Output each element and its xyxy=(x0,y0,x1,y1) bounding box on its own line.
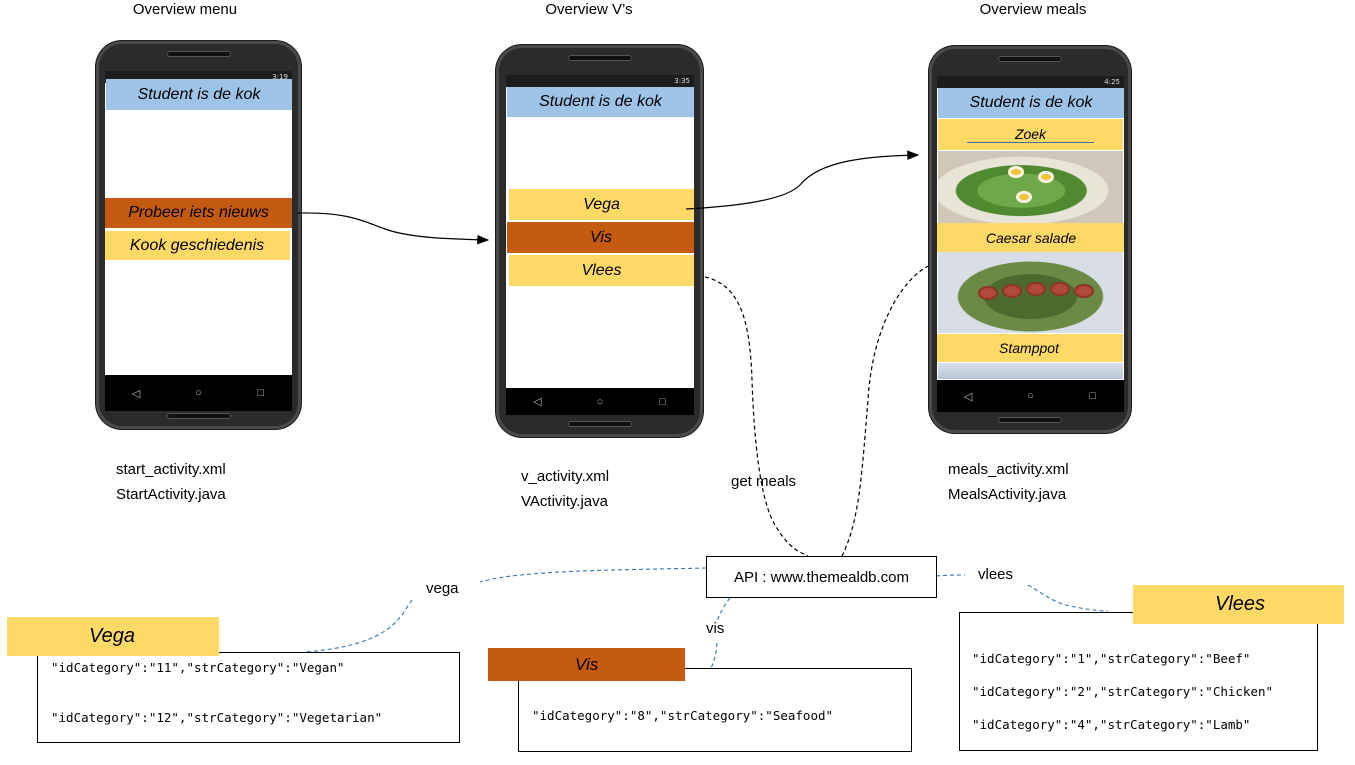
dashed-vlees-to-api xyxy=(704,276,809,557)
caption-menu-xml: start_activity.xml xyxy=(116,461,226,478)
title-overview-menu: Overview menu xyxy=(132,1,238,18)
home-icon[interactable]: ○ xyxy=(1027,390,1034,402)
label-vlees: vlees xyxy=(978,566,1014,583)
phone-speaker xyxy=(998,417,1062,423)
vlees-tag-label: Vlees xyxy=(1215,593,1266,615)
title-overview-meals: Overview meals xyxy=(979,1,1087,18)
code-line: "idCategory":"12","strCategory":"Vegetar… xyxy=(51,710,383,725)
dashed-api-to-meals xyxy=(841,264,931,557)
vis-tag: Vis xyxy=(488,648,685,681)
app-header: Student is de kok xyxy=(938,88,1124,118)
status-bar: 3:35 xyxy=(506,75,694,87)
code-line: "idCategory":"1","strCategory":"Beef" xyxy=(972,651,1251,666)
try-something-new-button[interactable]: Probeer iets nieuws xyxy=(105,198,292,228)
vlees-tag: Vlees xyxy=(1133,585,1344,624)
meal-stamppot[interactable]: Stamppot xyxy=(937,334,1123,362)
nav-bar: ◁ ○ □ xyxy=(506,388,694,415)
search-field[interactable]: Zoek xyxy=(938,119,1123,150)
api-label: API : www.themealdb.com xyxy=(733,568,910,586)
caption-meals-java: MealsActivity.java xyxy=(948,486,1067,503)
code-line: "idCategory":"8","strCategory":"Seafood" xyxy=(532,708,834,723)
sausage-image xyxy=(978,286,998,300)
vlees-code-box: "idCategory":"1","strCategory":"Beef" "i… xyxy=(959,612,1318,751)
vega-code-box: "idCategory":"11","strCategory":"Vegan" … xyxy=(37,652,460,743)
caption-menu-java: StartActivity.java xyxy=(116,486,226,503)
back-icon[interactable]: ◁ xyxy=(533,396,542,408)
code-line: "idCategory":"4","strCategory":"Lamb" xyxy=(972,717,1251,732)
vega-tag: Vega xyxy=(7,617,219,656)
caption-vs-java: VActivity.java xyxy=(521,493,608,510)
back-icon[interactable]: ◁ xyxy=(131,387,141,400)
meal-image-partial[interactable] xyxy=(938,363,1123,379)
label-get-meals: get meals xyxy=(731,473,797,490)
status-bar: 4:25 xyxy=(937,76,1124,88)
dashed-api-to-vlees xyxy=(935,574,966,577)
code-line: "idCategory":"2","strCategory":"Chicken" xyxy=(972,684,1274,699)
arrow-vs-to-meals xyxy=(685,150,920,210)
phone-menu: 3:19 Student is de kok Probeer iets nieu… xyxy=(96,41,301,429)
phone-meals: 4:25 Student is de kok Zoek Caesar salad… xyxy=(929,46,1131,433)
caesar-salad-image[interactable] xyxy=(938,151,1123,223)
nav-bar: ◁ ○ □ xyxy=(105,375,292,411)
nav-bar: ◁ ○ □ xyxy=(937,380,1124,412)
cooking-history-button[interactable]: Kook geschiedenis xyxy=(105,231,290,260)
vlees-button[interactable]: Vlees xyxy=(509,255,694,286)
dashed-api-to-vis xyxy=(716,597,731,623)
dashed-vis-to-codebox xyxy=(710,642,718,669)
api-box: API : www.themealdb.com xyxy=(706,556,937,598)
stamppot-image[interactable] xyxy=(938,252,1123,333)
label-vis: vis xyxy=(706,620,725,637)
vis-code-box: "idCategory":"8","strCategory":"Seafood" xyxy=(518,668,912,752)
egg-image xyxy=(1038,171,1054,183)
caption-menu: start_activity.xml StartActivity.java xyxy=(116,457,226,507)
caption-meals-xml: meals_activity.xml xyxy=(948,461,1069,478)
recents-icon[interactable]: □ xyxy=(257,387,265,399)
title-overview-vs: Overview V’s xyxy=(545,1,633,18)
app-header: Student is de kok xyxy=(106,79,292,110)
phone-speaker xyxy=(166,413,231,419)
search-label: Zoek xyxy=(966,126,1095,143)
phone-menu-screen: 3:19 Student is de kok Probeer iets nieu… xyxy=(105,71,292,411)
egg-image xyxy=(1008,166,1024,178)
sausage-image xyxy=(1074,284,1094,298)
home-icon[interactable]: ○ xyxy=(596,395,604,408)
dashed-vlees-to-codebox xyxy=(1027,584,1109,612)
code-line: "idCategory":"11","strCategory":"Vegan" xyxy=(51,660,345,675)
arrow-menu-to-vs xyxy=(297,212,490,245)
recents-icon[interactable]: □ xyxy=(1089,390,1097,402)
label-vega: vega xyxy=(426,580,459,597)
egg-image xyxy=(1016,191,1032,203)
recents-icon[interactable]: □ xyxy=(659,395,666,408)
sausage-image xyxy=(1026,282,1046,296)
back-icon[interactable]: ◁ xyxy=(963,390,973,403)
caption-meals: meals_activity.xml MealsActivity.java xyxy=(948,457,1069,507)
phone-speaker xyxy=(567,55,632,61)
caption-vs: v_activity.xml VActivity.java xyxy=(521,464,609,514)
phone-vs-screen: 3:35 Student is de kok Vega Vis Vlees ◁ … xyxy=(506,75,694,415)
vega-button[interactable]: Vega xyxy=(509,189,694,220)
sausage-image xyxy=(1050,282,1070,296)
caption-vs-xml: v_activity.xml xyxy=(521,468,610,485)
dashed-vega-to-codebox xyxy=(304,599,413,653)
vis-tag-label: Vis xyxy=(575,654,599,674)
meal-caesar-salade[interactable]: Caesar salade xyxy=(937,223,1124,252)
sausage-image xyxy=(1002,284,1022,298)
phone-vs: 3:35 Student is de kok Vega Vis Vlees ◁ … xyxy=(496,45,703,437)
phone-speaker xyxy=(166,51,231,57)
home-icon[interactable]: ○ xyxy=(195,387,202,399)
vega-tag-label: Vega xyxy=(89,625,135,647)
phone-speaker xyxy=(998,56,1062,62)
app-header: Student is de kok xyxy=(507,87,694,117)
vis-button[interactable]: Vis xyxy=(507,222,694,253)
phone-meals-screen: 4:25 Student is de kok Zoek Caesar salad… xyxy=(937,76,1124,412)
dashed-api-to-vega xyxy=(479,567,707,583)
phone-speaker xyxy=(567,421,632,427)
